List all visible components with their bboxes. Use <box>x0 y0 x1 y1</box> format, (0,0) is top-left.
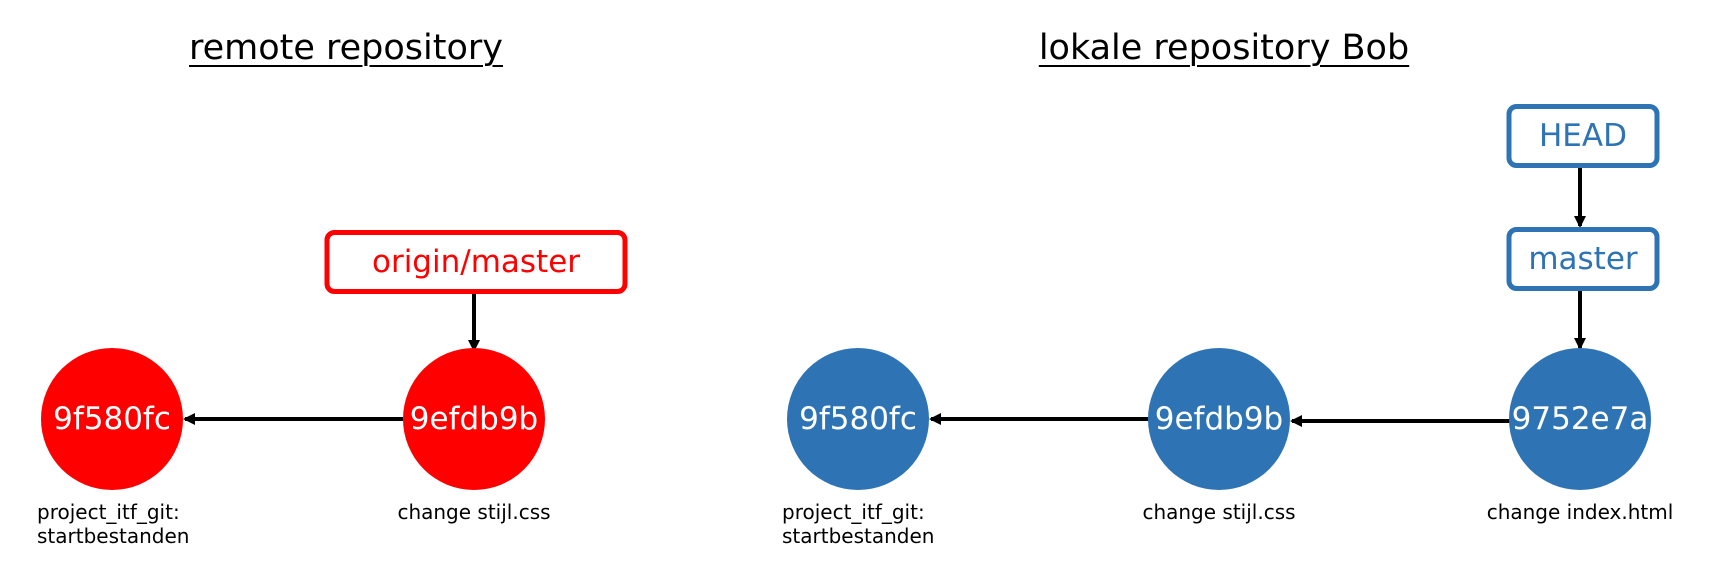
remote-commit-9f580fc: 9f580fc <box>41 348 183 490</box>
head-label: HEAD <box>1506 104 1660 168</box>
local-repository-title: lokale repository Bob <box>1038 28 1410 68</box>
local-commit-9efdb9b: 9efdb9b <box>1148 348 1290 490</box>
local-commit-message-9f580fc: project_itf_git: startbestanden <box>782 500 935 548</box>
remote-repository-title: remote repository <box>188 28 504 68</box>
local-commit-message-9752e7a: change index.html <box>1486 500 1674 524</box>
remote-commit-message-9efdb9b: change stijl.css <box>397 500 551 524</box>
master-label: master <box>1506 227 1660 291</box>
local-commit-message-9efdb9b: change stijl.css <box>1142 500 1296 524</box>
origin-master-label: origin/master <box>324 230 628 294</box>
local-commit-9752e7a: 9752e7a <box>1509 348 1651 490</box>
local-commit-9f580fc: 9f580fc <box>787 348 929 490</box>
remote-commit-9efdb9b: 9efdb9b <box>403 348 545 490</box>
remote-commit-message-9f580fc: project_itf_git: startbestanden <box>37 500 190 548</box>
